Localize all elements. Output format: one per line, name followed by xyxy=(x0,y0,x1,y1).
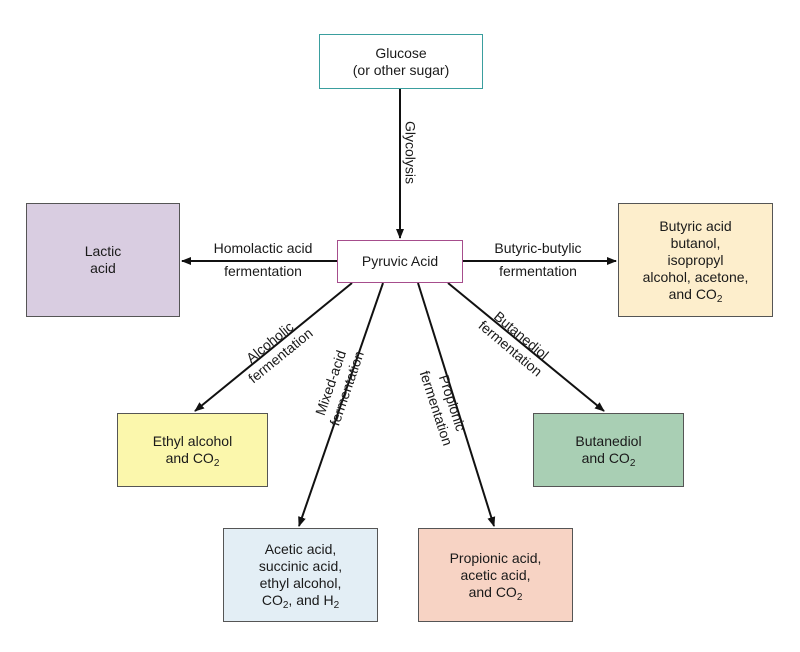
propionic-line-3-text: and CO xyxy=(468,583,517,600)
arrow-butanediol xyxy=(447,282,605,412)
acetic-line-4-h: , and H xyxy=(288,592,334,608)
lactic-acid-box: Lactic acid xyxy=(26,203,180,317)
propionic-line-3: and CO2 xyxy=(450,583,542,603)
acetic-line-1: Acetic acid, xyxy=(264,541,337,557)
butyric-line-5: and CO2 xyxy=(643,285,749,305)
ethyl-line-2-text: and CO xyxy=(165,450,214,466)
acetic-acid-box: Acetic acid, succinic acid, ethyl alcoho… xyxy=(223,528,378,622)
acetic-line-4: CO2, and H2 xyxy=(259,592,342,611)
arrow-alcoholic xyxy=(194,282,353,412)
butyric-butylic-label: Butyric-butylic fermentation xyxy=(470,240,606,280)
lactic-line-2: acid xyxy=(90,260,116,276)
lactic-line-1: Lactic xyxy=(84,243,122,259)
acetic-line-4-co: CO xyxy=(261,592,283,608)
butyric-line-1: Butyric acid xyxy=(659,217,732,234)
propionic-line-1: Propionic acid, xyxy=(449,549,542,566)
glucose-label: Glucose xyxy=(375,44,427,61)
homolactic-label: Homolactic acid fermentation xyxy=(196,240,330,280)
butyric-line-2: butanol, xyxy=(670,234,721,251)
propionic-acid-box: Propionic acid, acetic acid, and CO2 xyxy=(418,528,573,622)
butanediol-line-2: and CO2 xyxy=(575,450,641,469)
butanediol-line-1: Butanediol xyxy=(575,433,642,449)
butyric-line-4: alcohol, acetone, xyxy=(642,268,749,285)
butyric-line-3: isopropyl xyxy=(667,251,724,268)
ethyl-alcohol-box: Ethyl alcohol and CO2 xyxy=(117,413,268,487)
propionic-line-3-sub: 2 xyxy=(516,591,523,603)
pyruvic-acid-label: Pyruvic Acid xyxy=(361,253,439,269)
acetic-line-4-co-sub: 2 xyxy=(282,600,289,611)
homolactic-line-1: Homolactic acid xyxy=(213,240,313,256)
pyruvic-acid-box: Pyruvic Acid xyxy=(337,240,463,283)
butyric-butylic-line-2: fermentation xyxy=(499,263,577,279)
butanediol-line-2-text: and CO xyxy=(581,450,630,466)
butyric-butylic-line-1: Butyric-butylic xyxy=(494,240,582,256)
glycolysis-label: Glycolysis xyxy=(402,108,419,198)
homolactic-line-2: fermentation xyxy=(224,263,302,279)
glycolysis-text: Glycolysis xyxy=(402,120,419,184)
ethyl-line-2: and CO2 xyxy=(153,450,232,469)
acetic-line-2: succinic acid, xyxy=(258,558,343,574)
butyric-line-5-sub: 2 xyxy=(716,293,723,305)
arrow-propionic xyxy=(417,282,496,527)
glucose-sublabel: (or other sugar) xyxy=(352,61,450,78)
ethyl-line-1: Ethyl alcohol xyxy=(152,433,233,449)
butanediol-line-2-sub: 2 xyxy=(629,458,636,469)
arrow-mixed-acid xyxy=(298,282,384,527)
acetic-line-3: ethyl alcohol, xyxy=(259,575,342,591)
butyric-line-5-text: and CO xyxy=(668,285,717,302)
butyric-acid-box: Butyric acid butanol, isopropyl alcohol,… xyxy=(618,203,773,317)
ethyl-line-2-sub: 2 xyxy=(213,458,220,469)
propionic-line-2: acetic acid, xyxy=(460,566,531,583)
butanediol-box: Butanediol and CO2 xyxy=(533,413,684,487)
glucose-box: Glucose (or other sugar) xyxy=(319,34,483,89)
acetic-line-4-h-sub: 2 xyxy=(333,600,340,611)
